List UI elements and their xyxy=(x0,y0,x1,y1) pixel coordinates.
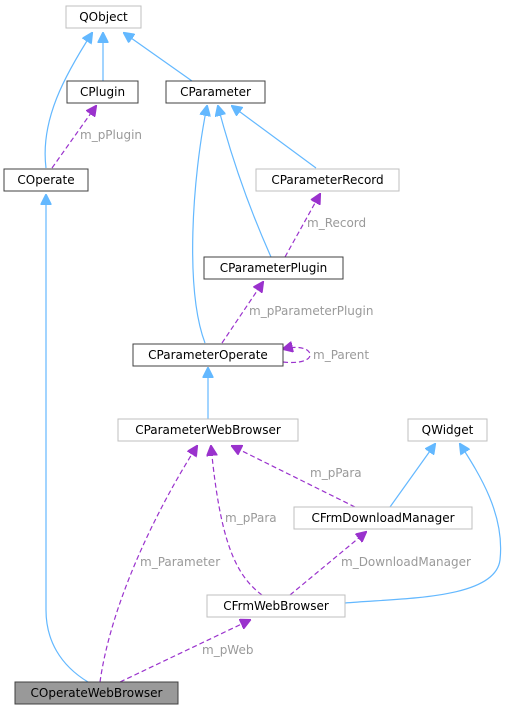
edge-cparameterrecord-to-cparameter xyxy=(232,106,317,169)
edge-cparameter-to-qobject xyxy=(124,33,193,82)
node-cfrmdownloadmanager-label: CFrmDownloadManager xyxy=(311,511,454,525)
node-cparameterrecord-label: CParameterRecord xyxy=(271,173,383,187)
node-coperatewebbrowser[interactable]: COperateWebBrowser xyxy=(14,681,179,705)
label-m-record: m_Record xyxy=(307,216,366,230)
node-cfrmwebbrowser-label: CFrmWebBrowser xyxy=(223,599,329,613)
node-cparameterwebbrowser[interactable]: CParameterWebBrowser xyxy=(117,418,299,442)
node-cplugin[interactable]: CPlugin xyxy=(66,80,139,104)
edge-cparameterplugin-uses-cparameterrecord xyxy=(284,194,320,258)
edge-coperate-uses-cplugin xyxy=(51,106,96,169)
node-cfrmwebbrowser[interactable]: CFrmWebBrowser xyxy=(206,594,346,618)
label-m-ppara-browser: m_pPara xyxy=(225,511,277,525)
node-coperatewebbrowser-label: COperateWebBrowser xyxy=(31,686,163,700)
edge-cfrmdownloadmanager-to-qwidget xyxy=(389,444,435,508)
node-cparameter-label: CParameter xyxy=(180,85,251,99)
node-qwidget[interactable]: QWidget xyxy=(407,418,488,442)
edge-cfrmdownloadmanager-uses-cparameterwebbrowser xyxy=(232,446,356,508)
label-m-ppara-download: m_pPara xyxy=(310,466,362,480)
node-coperate-label: COperate xyxy=(17,173,74,187)
node-cfrmdownloadmanager[interactable]: CFrmDownloadManager xyxy=(293,506,473,530)
label-m-pweb: m_pWeb xyxy=(202,643,253,657)
node-cparameter[interactable]: CParameter xyxy=(165,80,266,104)
node-qobject[interactable]: QObject xyxy=(65,5,142,29)
label-m-pparameterplugin: m_pParameterPlugin xyxy=(249,304,373,318)
edge-cparameterplugin-to-cparameter xyxy=(218,106,272,258)
node-cparameterwebbrowser-label: CParameterWebBrowser xyxy=(135,423,281,437)
label-m-downloadmanager: m_DownloadManager xyxy=(341,555,471,569)
node-cparameterplugin-label: CParameterPlugin xyxy=(220,261,328,275)
label-m-parent: m_Parent xyxy=(313,348,369,362)
edge-cparameteroperate-uses-self xyxy=(283,347,311,364)
edge-cfrmwebbrowser-uses-cfrmdownloadmanager xyxy=(289,532,366,596)
label-m-parameter: m_Parameter xyxy=(140,555,220,569)
label-m-pplugin: m_pPlugin xyxy=(80,128,142,142)
edge-coperatewebbrowser-uses-cfrmwebbrowser xyxy=(119,620,250,683)
node-cparameterrecord[interactable]: CParameterRecord xyxy=(255,168,400,192)
node-qwidget-label: QWidget xyxy=(422,423,474,437)
node-cplugin-label: CPlugin xyxy=(80,85,125,99)
node-coperate[interactable]: COperate xyxy=(3,168,89,192)
usage-edges xyxy=(51,106,366,683)
edge-cparameteroperate-uses-cparameterplugin xyxy=(221,282,263,344)
node-qobject-label: QObject xyxy=(79,10,128,24)
edge-coperate-to-qobject xyxy=(44,33,92,169)
edge-labels: m_pPlugin m_Record m_pParameterPlugin m_… xyxy=(80,128,471,657)
edge-cfrmwebbrowser-uses-cparameterwebbrowser xyxy=(211,446,263,596)
edge-cparameteroperate-to-cparameter xyxy=(192,106,207,344)
edge-coperatewebbrowser-to-coperate xyxy=(46,195,89,683)
inheritance-edges xyxy=(44,33,502,683)
node-cparameteroperate[interactable]: CParameterOperate xyxy=(132,343,284,367)
edge-cfrmwebbrowser-to-qwidget xyxy=(344,444,502,604)
node-cparameteroperate-label: CParameterOperate xyxy=(148,348,268,362)
edge-coperatewebbrowser-uses-cparameterwebbrowser xyxy=(99,446,197,683)
node-cparameterplugin[interactable]: CParameterPlugin xyxy=(203,256,344,280)
